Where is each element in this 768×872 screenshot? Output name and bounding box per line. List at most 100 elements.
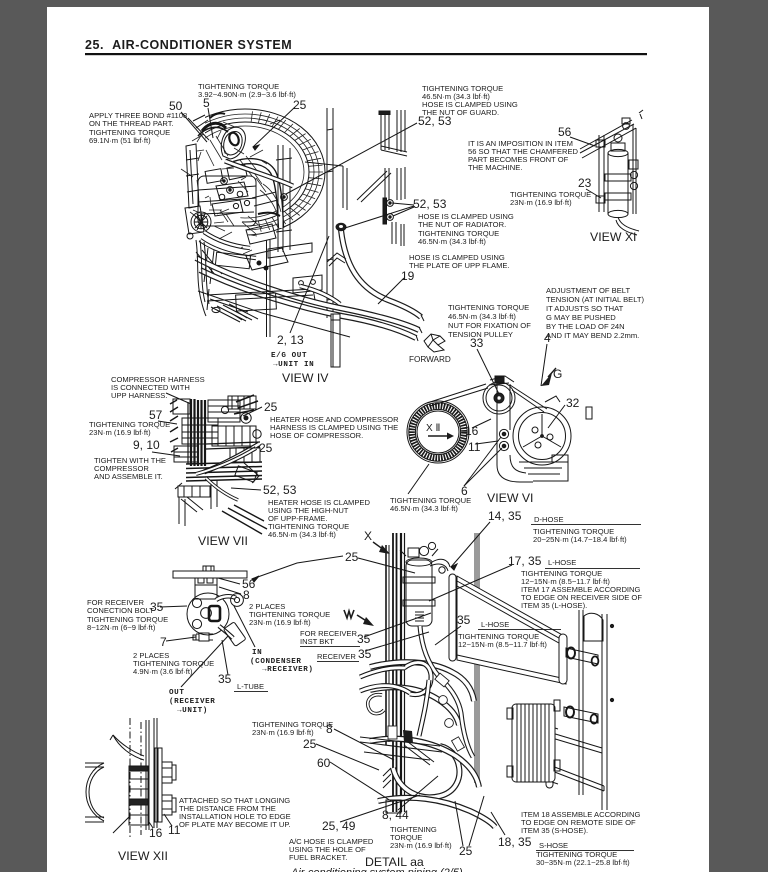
svg-text:52, 53: 52, 53 (418, 114, 452, 128)
svg-text:HOSE OF COMPRESSOR.: HOSE OF COMPRESSOR. (270, 431, 363, 440)
svg-text:52, 53: 52, 53 (413, 197, 447, 211)
svg-text:THE DISTANCE FROM THE: THE DISTANCE FROM THE (179, 804, 276, 813)
svg-text:HOSE IS CLAMPED USING: HOSE IS CLAMPED USING (409, 253, 505, 262)
svg-text:TIGHTENING TORQUE: TIGHTENING TORQUE (521, 569, 602, 578)
svg-text:8~12N·m (6~9 lbf·ft): 8~12N·m (6~9 lbf·ft) (87, 623, 156, 632)
svg-text:TIGHTENING TORQUE: TIGHTENING TORQUE (448, 303, 529, 312)
svg-text:33: 33 (470, 336, 484, 350)
svg-text:46.5N·m (34.3 lbf·ft): 46.5N·m (34.3 lbf·ft) (448, 312, 516, 321)
svg-text:14, 35: 14, 35 (488, 509, 522, 523)
svg-text:TIGHTENING TORQUE: TIGHTENING TORQUE (133, 659, 214, 668)
svg-text:ITEM 35 (L-HOSE).: ITEM 35 (L-HOSE). (521, 601, 587, 610)
svg-text:TIGHTENING: TIGHTENING (390, 825, 437, 834)
svg-text:HEATER HOSE IS CLAMPED: HEATER HOSE IS CLAMPED (268, 498, 370, 507)
svg-text:TIGHTENING TORQUE: TIGHTENING TORQUE (418, 229, 499, 238)
svg-text:INST BKT: INST BKT (300, 637, 334, 646)
svg-text:CONECTION BOLT: CONECTION BOLT (87, 606, 154, 615)
svg-text:VIEW VI: VIEW VI (487, 491, 533, 505)
svg-text:25: 25 (259, 441, 273, 455)
svg-text:46.5N·m (34.3 lbf·ft): 46.5N·m (34.3 lbf·ft) (422, 92, 490, 101)
svg-text:IT IS AN IMPOSITION IN ITEM: IT IS AN IMPOSITION IN ITEM (468, 139, 573, 148)
svg-text:HOSE IS CLAMPED USING: HOSE IS CLAMPED USING (418, 212, 514, 221)
svg-text:TIGHTENING TORQUE: TIGHTENING TORQUE (198, 82, 279, 91)
svg-text:→UNIT IN: →UNIT IN (273, 361, 314, 369)
svg-text:ATTACHED SO THAT LONGING: ATTACHED SO THAT LONGING (179, 796, 290, 805)
svg-text:TIGHTENING TORQUE: TIGHTENING TORQUE (87, 615, 168, 624)
svg-text:X: X (364, 529, 372, 543)
svg-text:18, 35: 18, 35 (498, 835, 532, 849)
svg-text:12~15N·m (8.5~11.7 lbf·ft): 12~15N·m (8.5~11.7 lbf·ft) (521, 577, 610, 586)
svg-text:BY THE LOAD OF 24N: BY THE LOAD OF 24N (546, 322, 625, 331)
svg-text:L-HOSE: L-HOSE (548, 558, 576, 567)
svg-text:30~35N·m (22.1~25.8 lbf·ft): 30~35N·m (22.1~25.8 lbf·ft) (536, 858, 630, 867)
svg-text:25: 25 (459, 844, 473, 858)
svg-text:56: 56 (558, 125, 572, 139)
svg-text:THE MACHINE.: THE MACHINE. (468, 163, 522, 172)
svg-text:2, 13: 2, 13 (277, 333, 304, 347)
svg-text:TIGHTENING TORQUE: TIGHTENING TORQUE (89, 128, 170, 137)
svg-text:8: 8 (243, 588, 250, 602)
svg-text:→UNIT): →UNIT) (177, 707, 208, 715)
svg-text:HARNESS IS CLAMPED USING THE: HARNESS IS CLAMPED USING THE (270, 423, 398, 432)
svg-text:IS CONNECTED WITH: IS CONNECTED WITH (111, 383, 190, 392)
svg-text:46.5N·m (34.3 lbf·ft): 46.5N·m (34.3 lbf·ft) (390, 504, 458, 513)
svg-text:12~15N·m (8.5~11.7 lbf·ft): 12~15N·m (8.5~11.7 lbf·ft) (458, 640, 547, 649)
svg-text:USING THE HIGH-NUT: USING THE HIGH-NUT (268, 506, 349, 515)
svg-text:35: 35 (150, 600, 164, 614)
svg-text:HEATER HOSE AND COMPRESSOR: HEATER HOSE AND COMPRESSOR (270, 415, 399, 424)
svg-text:7: 7 (160, 635, 167, 649)
svg-text:TO EDGE ON RECEIVER SIDE OF: TO EDGE ON RECEIVER SIDE OF (521, 593, 642, 602)
svg-text:UPP HARNESS.: UPP HARNESS. (111, 391, 167, 400)
svg-text:25: 25 (293, 98, 307, 112)
svg-text:25, 49: 25, 49 (322, 819, 356, 833)
svg-text:ITEM 17 ASSEMBLE ACCORDING: ITEM 17 ASSEMBLE ACCORDING (521, 585, 641, 594)
svg-text:ON THE THREAD PART.: ON THE THREAD PART. (89, 119, 174, 128)
svg-text:TENSION (AT INITIAL BELT): TENSION (AT INITIAL BELT) (546, 295, 644, 304)
svg-text:FOR RECEIVER: FOR RECEIVER (300, 629, 357, 638)
svg-text:THE NUT OF GUARD.: THE NUT OF GUARD. (422, 108, 499, 117)
svg-text:52, 53: 52, 53 (263, 483, 297, 497)
svg-text:19: 19 (401, 269, 415, 283)
svg-text:AND IT MAY BEND 2.2mm.: AND IT MAY BEND 2.2mm. (546, 331, 639, 340)
svg-text:Air-conditioning system piping: Air-conditioning system piping (2/5) (290, 867, 463, 872)
svg-text:INSTALLATION HOLE TO EDGE: INSTALLATION HOLE TO EDGE (179, 812, 291, 821)
svg-text:9, 10: 9, 10 (133, 438, 160, 452)
svg-text:TIGHTEN WITH THE: TIGHTEN WITH THE (94, 456, 166, 465)
svg-text:TIGHTENING TORQUE: TIGHTENING TORQUE (249, 610, 330, 619)
svg-text:HOSE IS CLAMPED USING: HOSE IS CLAMPED USING (422, 100, 518, 109)
svg-text:TIGHTENING TORQUE: TIGHTENING TORQUE (89, 420, 170, 429)
svg-text:RECEIVER: RECEIVER (317, 652, 356, 661)
svg-text:G: G (553, 367, 562, 381)
svg-text:8: 8 (326, 722, 333, 736)
svg-text:E/G OUT: E/G OUT (271, 352, 307, 360)
svg-text:VIEW VII: VIEW VII (198, 534, 248, 548)
svg-text:TIGHTENING TORQUE: TIGHTENING TORQUE (268, 522, 349, 531)
svg-text:NUT FOR FIXATION OF: NUT FOR FIXATION OF (448, 321, 531, 330)
svg-text:DETAIL aa: DETAIL aa (365, 855, 424, 869)
svg-text:32: 32 (566, 396, 580, 410)
svg-text:PART BECOMES FRONT OF: PART BECOMES FRONT OF (468, 155, 569, 164)
svg-text:23N·m (16.9 lbf·ft): 23N·m (16.9 lbf·ft) (510, 198, 572, 207)
svg-text:ITEM 18 ASSEMBLE ACCORDING: ITEM 18 ASSEMBLE ACCORDING (521, 810, 641, 819)
svg-text:FOR RECEIVER: FOR RECEIVER (87, 598, 144, 607)
svg-text:TIGHTENING TORQUE: TIGHTENING TORQUE (510, 190, 591, 199)
svg-text:25. AIR-CONDITIONER SYSTEM: 25. AIR-CONDITIONER SYSTEM (85, 38, 292, 52)
svg-text:→RECEIVER): →RECEIVER) (262, 666, 314, 674)
svg-text:4: 4 (544, 331, 551, 345)
svg-text:5: 5 (203, 96, 210, 110)
svg-text:AND ASSEMBLE IT.: AND ASSEMBLE IT. (94, 472, 163, 481)
svg-text:69.1N·m (51 lbf·ft): 69.1N·m (51 lbf·ft) (89, 136, 151, 145)
svg-text:VIEW XII: VIEW XII (118, 849, 168, 863)
svg-text:OF UPP-FRAME.: OF UPP-FRAME. (268, 514, 328, 523)
svg-text:TIGHTENING TORQUE: TIGHTENING TORQUE (252, 720, 333, 729)
svg-text:TIGHTENING TORQUE: TIGHTENING TORQUE (533, 527, 614, 536)
svg-text:23N·m (16.9 lbf·ft): 23N·m (16.9 lbf·ft) (249, 618, 311, 627)
svg-text:3.92~4.90N·m (2.9~3.6 lbf·ft): 3.92~4.90N·m (2.9~3.6 lbf·ft) (198, 90, 296, 99)
svg-text:(RECEIVER: (RECEIVER (169, 698, 215, 706)
svg-text:25: 25 (264, 400, 278, 414)
svg-text:OUT: OUT (169, 689, 184, 697)
svg-text:IN: IN (252, 649, 262, 657)
svg-text:X Ⅱ: X Ⅱ (426, 423, 440, 434)
svg-text:35: 35 (218, 672, 232, 686)
svg-text:THE PLATE OF UPP FLAME.: THE PLATE OF UPP FLAME. (409, 261, 510, 270)
